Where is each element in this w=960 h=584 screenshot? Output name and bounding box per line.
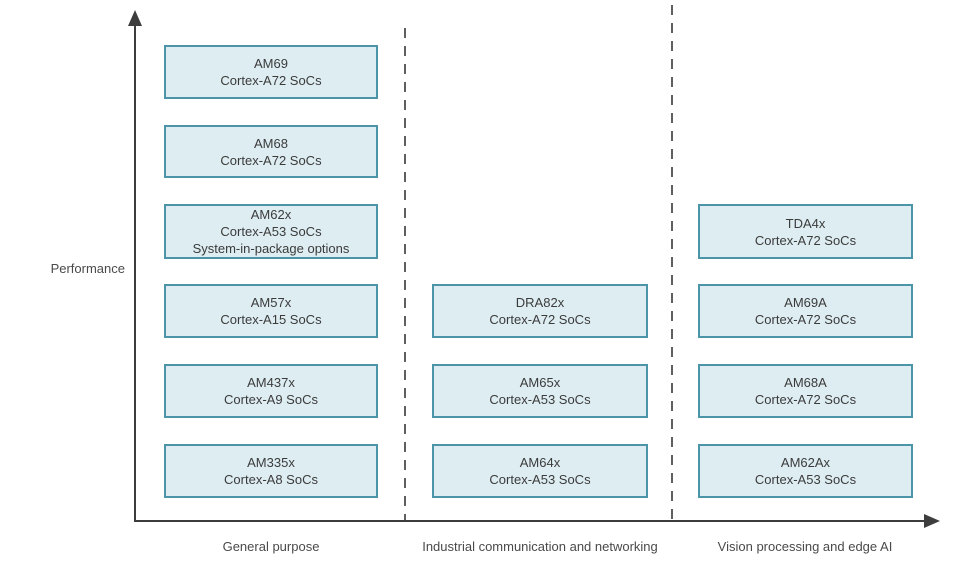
column-divider [671,5,673,520]
soc-name: AM68 [254,135,288,151]
soc-name: AM69 [254,56,288,71]
soc-box-am65x: AM65x Cortex-A53 SoCs [432,364,648,418]
y-axis-line [134,24,136,522]
soc-name: TDA4x [785,215,826,231]
soc-name: AM437x [247,375,295,390]
soc-box-am69: AM69 Cortex-A72 SoCs [164,45,378,99]
column-divider [404,28,406,520]
soc-desc: Cortex-A53 SoCs [220,224,322,239]
soc-desc: Cortex-A53 SoCs [489,392,591,407]
soc-desc: Cortex-A53 SoCs [754,472,857,487]
soc-box-tda4x: TDA4x Cortex-A72 SoCs [698,204,913,259]
y-axis-label: Performance [50,261,125,276]
soc-desc: Cortex-A72 SoCs [754,232,857,248]
soc-desc: Cortex-A72 SoCs [489,312,591,327]
soc-desc: Cortex-A72 SoCs [220,152,322,168]
x-axis-line [134,520,926,522]
soc-name: AM69A [784,295,827,310]
soc-name: AM335x [247,455,295,470]
category-label-general-purpose: General purpose [222,539,320,554]
soc-name: AM62Ax [780,455,831,470]
soc-box-am437x: AM437x Cortex-A9 SoCs [164,364,378,418]
soc-box-am335x: AM335x Cortex-A8 SoCs [164,444,378,498]
soc-name: AM64x [519,455,561,470]
arrow-right-icon [924,514,940,528]
soc-box-am64x: AM64x Cortex-A53 SoCs [432,444,648,498]
soc-box-am69a: AM69A Cortex-A72 SoCs [698,284,913,338]
soc-name: AM57x [250,295,292,310]
soc-desc: Cortex-A9 SoCs [224,392,318,407]
soc-box-am62ax: AM62Ax Cortex-A53 SoCs [698,444,913,498]
soc-desc: Cortex-A72 SoCs [754,392,857,407]
soc-box-am62x: AM62x Cortex-A53 SoCs System-in-package … [164,204,378,259]
soc-desc: Cortex-A72 SoCs [220,73,322,88]
soc-desc: Cortex-A72 SoCs [754,312,857,327]
category-label-vision-edge-ai: Vision processing and edge AI [717,539,893,554]
soc-box-dra82x: DRA82x Cortex-A72 SoCs [432,284,648,338]
soc-name: AM68A [784,375,827,390]
soc-desc: Cortex-A53 SoCs [489,472,591,487]
soc-name: AM65x [519,375,561,390]
soc-name: DRA82x [515,295,565,310]
soc-extra: System-in-package options [192,241,350,256]
category-label-industrial: Industrial communication and networking [422,539,658,554]
soc-desc: Cortex-A15 SoCs [220,312,322,327]
soc-desc: Cortex-A8 SoCs [224,472,318,487]
arrow-up-icon [128,10,142,26]
soc-box-am68a: AM68A Cortex-A72 SoCs [698,364,913,418]
soc-box-am68: AM68 Cortex-A72 SoCs [164,125,378,178]
soc-box-am57x: AM57x Cortex-A15 SoCs [164,284,378,338]
soc-name: AM62x [250,207,292,222]
